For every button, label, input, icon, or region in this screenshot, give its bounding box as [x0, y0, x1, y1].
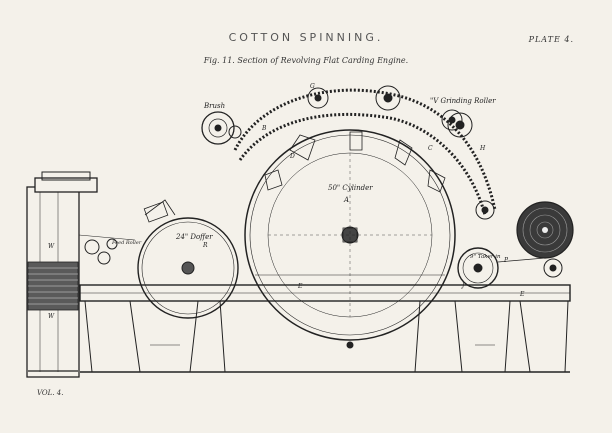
- calender-rollers: [78, 234, 136, 265]
- letter-p: P: [503, 257, 509, 264]
- letter-b: B: [261, 125, 267, 132]
- volume-label: VOL. 4.: [37, 389, 64, 397]
- label-feed-roller: Feed Roller: [111, 240, 142, 246]
- flats-chain: [233, 85, 497, 220]
- plate-number: PLATE 4.: [528, 35, 574, 44]
- label-taker-in: 9" Taker in: [470, 254, 501, 260]
- flat-brackets: [264, 131, 446, 193]
- page-title: COTTON SPINNING.: [228, 31, 384, 44]
- letter-h: H: [479, 145, 486, 152]
- doffer-roller: [137, 199, 239, 319]
- letter-c: C: [428, 145, 433, 152]
- machine-frame: [79, 284, 571, 373]
- letter-e: E: [297, 283, 303, 290]
- letter-a: A: [343, 196, 349, 204]
- letter-e2: E: [519, 291, 525, 298]
- letter-j: J: [460, 282, 465, 289]
- figure-caption: Fig. 11. Section of Revolving Flat Cardi…: [203, 56, 409, 65]
- label-grinding-roller: "V Grinding Roller: [430, 97, 496, 105]
- letter-r: R: [202, 242, 208, 249]
- letter-w2: W: [48, 313, 55, 320]
- main-cylinder: [244, 129, 456, 349]
- grinding-roller: [441, 109, 463, 131]
- letter-d: D: [289, 153, 295, 160]
- coiler-can: [26, 171, 98, 378]
- label-cylinder: 50" Cylinder: [328, 184, 373, 192]
- taker-in-roller: [457, 247, 499, 289]
- label-brush: Brush: [203, 102, 225, 110]
- letter-w: W: [48, 243, 55, 250]
- label-doffer: 24" Doffer: [175, 233, 213, 241]
- letter-g: G: [310, 83, 315, 90]
- brush-roller: [201, 111, 242, 145]
- lap-roll: [497, 201, 574, 278]
